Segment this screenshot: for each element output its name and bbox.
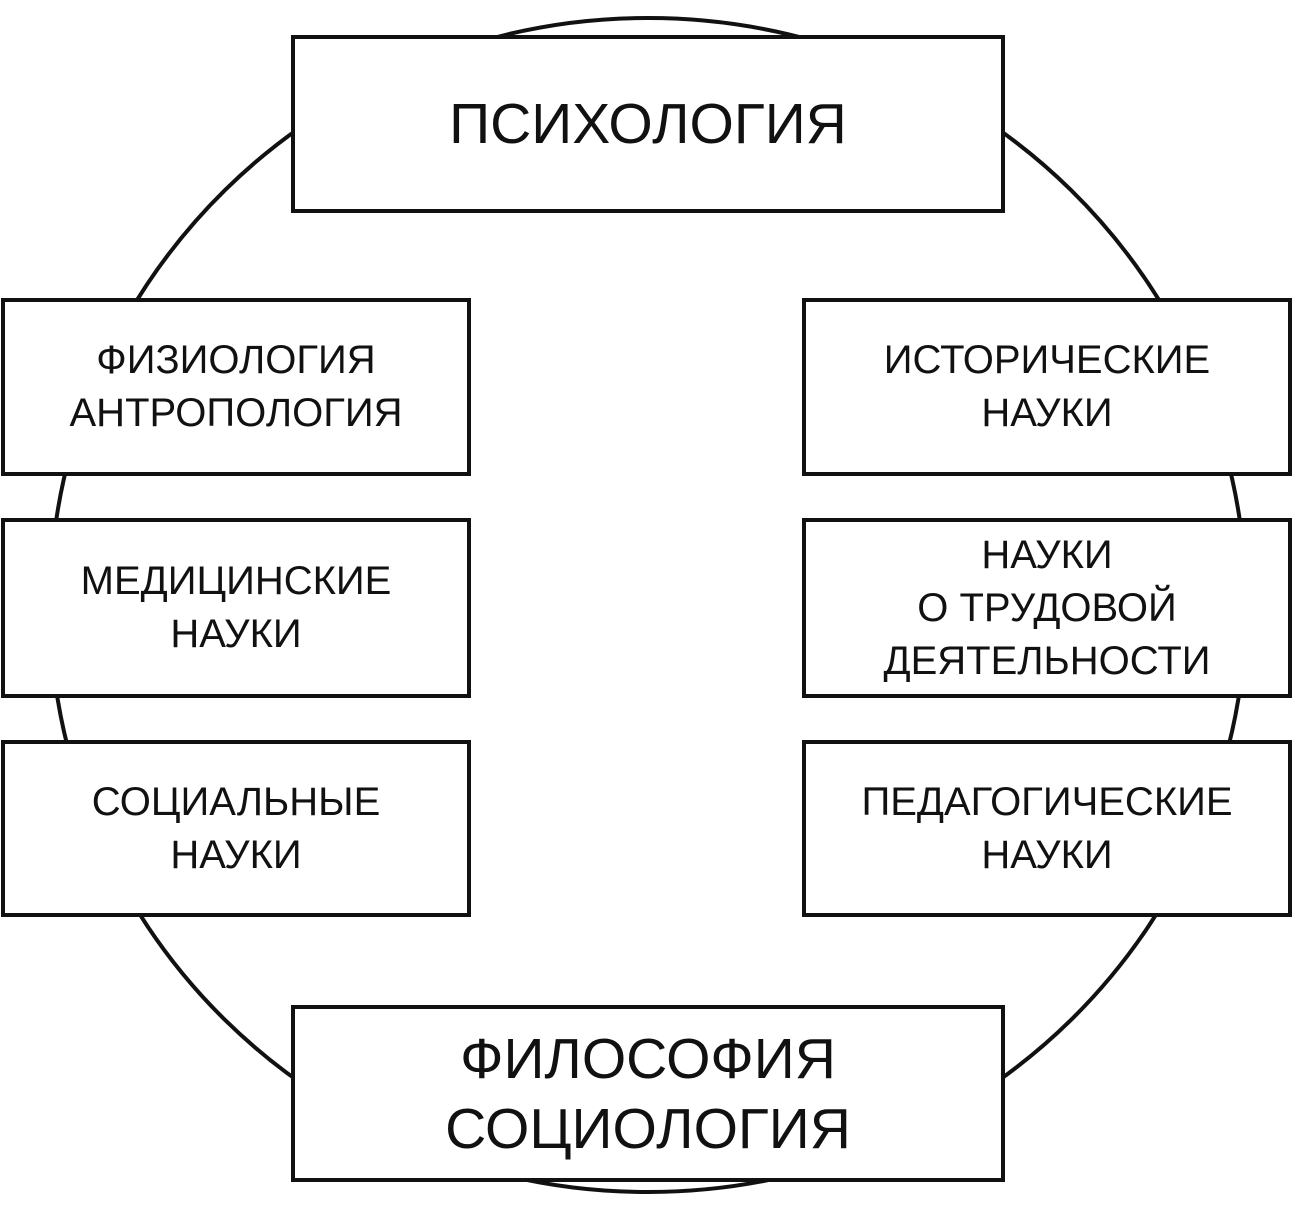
box-philosophy-line-1: ФИЛОСОФИЯ (460, 1026, 836, 1091)
box-historical-sciences: ИСТОРИЧЕСКИЕ НАУКИ (802, 298, 1292, 476)
box-historical-line-2: НАУКИ (981, 391, 1113, 435)
box-philosophy-line-2: СОЦИОЛОГИЯ (445, 1096, 851, 1161)
box-psychology-line-1: ПСИХОЛОГИЯ (449, 92, 847, 156)
box-social-sciences: СОЦИАЛЬНЫЕ НАУКИ (1, 740, 471, 917)
box-pedagogical-line-2: НАУКИ (981, 832, 1113, 877)
box-physiology-line-2: АНТРОПОЛОГИЯ (69, 391, 403, 435)
box-psychology: ПСИХОЛОГИЯ (291, 35, 1005, 213)
box-social-line-2: НАУКИ (170, 832, 302, 877)
box-labor-line-1: НАУКИ (981, 532, 1113, 577)
box-historical-line-1: ИСТОРИЧЕСКИЕ (883, 338, 1211, 382)
box-physiology-line-1: ФИЗИОЛОГИЯ (96, 338, 376, 382)
box-medical-sciences: МЕДИЦИНСКИЕ НАУКИ (1, 518, 471, 698)
box-physiology-anthropology: ФИЗИОЛОГИЯ АНТРОПОЛОГИЯ (1, 298, 471, 476)
box-labor-line-3: ДЕЯТЕЛЬНОСТИ (883, 638, 1211, 683)
box-medical-line-1: МЕДИЦИНСКИЕ (80, 559, 392, 603)
box-social-line-1: СОЦИАЛЬНЫЕ (91, 779, 381, 824)
box-pedagogical-sciences: ПЕДАГОГИЧЕСКИЕ НАУКИ (802, 740, 1292, 917)
box-philosophy-sociology: ФИЛОСОФИЯ СОЦИОЛОГИЯ (291, 1005, 1005, 1182)
box-labor-sciences: НАУКИ О ТРУДОВОЙ ДЕЯТЕЛЬНОСТИ (802, 518, 1292, 698)
box-pedagogical-line-1: ПЕДАГОГИЧЕСКИЕ (861, 779, 1233, 824)
box-medical-line-2: НАУКИ (170, 612, 302, 656)
box-labor-line-2: О ТРУДОВОЙ (917, 585, 1177, 630)
